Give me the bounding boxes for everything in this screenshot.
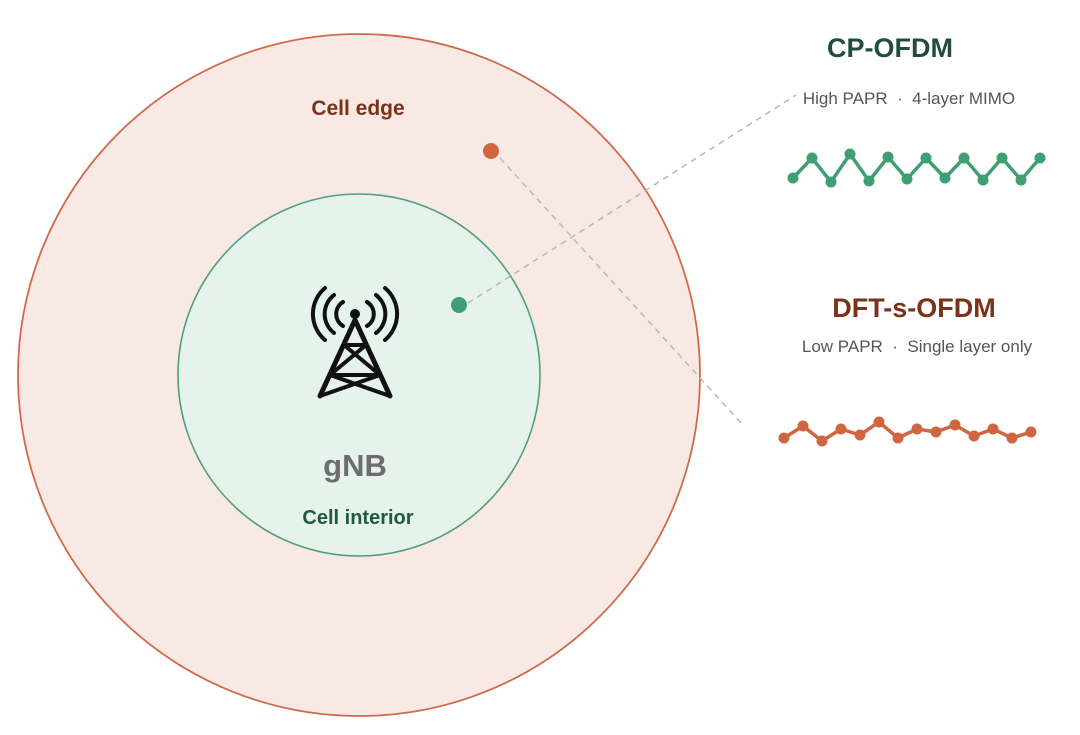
cell-edge-label: Cell edge (311, 97, 404, 120)
cp-ofdm-title: CP-OFDM (827, 33, 953, 63)
dft-s-ofdm-point (778, 432, 790, 444)
cell-tower-icon (310, 286, 400, 399)
dft-s-ofdm-point (911, 423, 923, 435)
dft-s-ofdm-point (816, 435, 828, 447)
connector-edge-to-dft-s-ofdm (499, 157, 743, 425)
cp-ofdm-point (920, 152, 932, 164)
dft-s-ofdm-point (968, 430, 980, 442)
cp-ofdm-point (977, 174, 989, 186)
cp-ofdm-point (1034, 152, 1046, 164)
dft-s-ofdm-point (949, 419, 961, 431)
dft-s-ofdm-point (797, 420, 809, 432)
dft-s-ofdm-point (987, 423, 999, 435)
cp-ofdm-point (863, 175, 875, 187)
cell-interior-label: Cell interior (302, 507, 413, 529)
dft-s-ofdm-waveform (778, 416, 1037, 447)
dft-s-ofdm-point (835, 423, 847, 435)
cp-ofdm-point (901, 173, 913, 185)
dft-s-ofdm-title: DFT-s-OFDM (832, 293, 995, 323)
dft-s-ofdm-subtitle: Low PAPR · Single layer only (802, 337, 1033, 356)
cp-ofdm-point (996, 152, 1008, 164)
cp-ofdm-point (958, 152, 970, 164)
dft-s-ofdm-point (892, 432, 904, 444)
gnb-label: gNB (323, 448, 387, 483)
dft-s-ofdm-point (873, 416, 885, 428)
cp-ofdm-waveform (787, 148, 1046, 188)
dft-s-ofdm-point (930, 426, 942, 438)
cp-ofdm-point (806, 152, 818, 164)
dft-s-ofdm-point (1025, 426, 1037, 438)
cp-ofdm-point (939, 172, 951, 184)
cp-ofdm-subtitle: High PAPR · 4-layer MIMO (803, 89, 1015, 108)
cell-interior-ue-dot (451, 297, 467, 313)
cp-ofdm-point (1015, 174, 1027, 186)
connector-interior-to-cp-ofdm (467, 94, 797, 304)
cp-ofdm-point (844, 148, 856, 160)
cp-ofdm-point (882, 151, 894, 163)
cp-ofdm-point (825, 176, 837, 188)
cp-ofdm-point (787, 172, 799, 184)
dft-s-ofdm-point (1006, 432, 1018, 444)
cell-edge-ue-dot (483, 143, 499, 159)
dft-s-ofdm-point (854, 429, 866, 441)
